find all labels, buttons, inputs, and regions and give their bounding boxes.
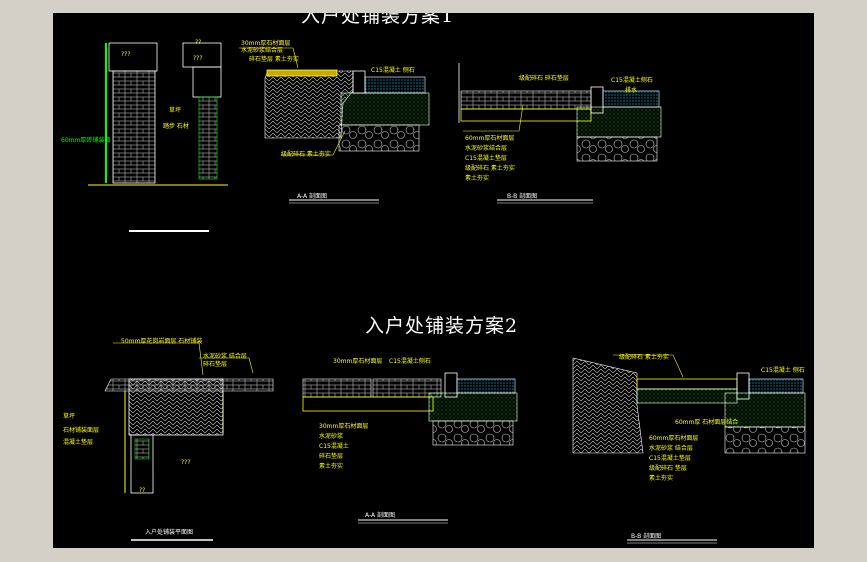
s2-sec1-l3: C15混凝土 (319, 443, 349, 450)
sec1b-yellow-layer (460, 108, 592, 122)
plan-top-cap-left (108, 42, 158, 72)
sec1b-paving (460, 90, 592, 110)
s2a-water (456, 378, 516, 394)
s2a-yellow-layer (302, 396, 434, 412)
s2-sec1-caption: A-A 剖面图 (365, 512, 396, 519)
s1-sec1-right: C15混凝土 侧石 (371, 67, 415, 74)
s2b-water (748, 378, 804, 394)
cad-viewport[interactable]: 入户处铺装方案1 入户处铺装方案2 ??? ?? ??? 60mm厚砖铺装面 草… (53, 13, 814, 548)
sec1b-green-fill (576, 106, 662, 138)
s2-plan-caption: 入户处铺装平面图 (145, 529, 194, 536)
s2b-leader (613, 354, 684, 378)
s2b-green-fill (724, 392, 806, 428)
s2b-stones (724, 426, 806, 454)
scheme2-section-b (572, 354, 806, 544)
plan-steps (198, 96, 218, 180)
s2plan-inner-col-fill (134, 438, 150, 460)
sec1a-water (364, 76, 426, 94)
s2b-layer (636, 388, 738, 404)
s2plan-hatch (128, 378, 224, 436)
scheme1-section-b (458, 63, 662, 204)
s2-sec1-l2: 水泥砂浆 (319, 433, 344, 440)
s2-sec2-l5: 素土夯实 (649, 475, 674, 482)
s1-plan-q1: ??? (121, 51, 131, 58)
sec1a-leader-top (239, 47, 299, 69)
sec1a-paving (266, 69, 338, 77)
s1-sec1-top2: 水泥砂浆结合层 (241, 47, 284, 54)
s1-sec1-top1: 30mm厚石材面层 (241, 40, 291, 47)
s2-sec2-caption: B-B 剖面图 (631, 533, 662, 540)
s1-sec2-caption: B-B 剖面图 (507, 193, 538, 200)
s2-sec2-right: C15混凝土 侧石 (761, 367, 805, 374)
s2-sec2-mid: 60mm厚 石材面层结合 (675, 419, 739, 426)
scheme2-section-a (302, 372, 518, 524)
s1-sec1-caption: A-A 剖面图 (297, 193, 328, 200)
s2-sec1-l5: 素土夯实 (319, 463, 344, 470)
plan-right-block (192, 66, 222, 98)
s2plan-inner-col (130, 434, 154, 494)
sec1a-stones (338, 124, 420, 152)
s1-plan-side: 60mm厚砖铺装面 (61, 137, 111, 144)
sec1a-curb (352, 70, 366, 94)
s2-sec2-l2: 水泥砂浆 结合层 (649, 445, 693, 452)
cad-drawing (88, 42, 806, 544)
s2a-green-fill (428, 392, 518, 422)
scheme1-title: 入户处铺装方案1 (301, 13, 455, 27)
s2-sec1-top2: C15混凝土侧石 (389, 358, 431, 365)
s2-sec1-top: 30mm厚石材面层 (333, 358, 383, 365)
s1-sec1-top3: 碎石垫层 素土夯实 (249, 56, 299, 63)
s2-plan-left2: 石材铺装面层 (63, 427, 100, 434)
s1-sec2-l1: 60mm厚石材面层 (465, 135, 515, 142)
s1-plan-q2: ?? (195, 39, 202, 46)
s2-sec2-l4: 级配碎石 垫层 (649, 465, 687, 472)
s1-plan-mid: 草坪 (169, 107, 182, 114)
s1-sec2-top: 级配碎石 碎石垫层 (519, 75, 569, 82)
plan-brick-column (112, 70, 156, 184)
s2-plan-q: ??? (181, 459, 191, 466)
s2-plan-q2: ?? (139, 487, 146, 494)
sec1b-stones (576, 136, 658, 162)
s2plan-leader-top2 (199, 357, 254, 374)
scheme1-section-a (239, 47, 430, 204)
s2-sec1-l4: 碎石垫层 (319, 453, 344, 460)
sec1a-green-fill (340, 92, 430, 126)
s1-plan-mid2: 踏步 石材 (163, 123, 189, 130)
sec1b-leader (463, 104, 524, 132)
s1-sec2-right: C15混凝土侧石 (611, 77, 653, 84)
s2-sec2-l1: 60mm厚石材面层 (649, 435, 699, 442)
plan-wall-left (105, 43, 107, 183)
s1-sec2-l5: 素土夯实 (465, 175, 490, 182)
s2-plan-top3: 碎石垫层 (203, 361, 228, 368)
scheme1-plan (88, 42, 228, 232)
s2-sec1-l1: 30mm厚石材面层 (319, 423, 369, 430)
scheme2-title: 入户处铺装方案2 (365, 315, 519, 337)
s2-plan-top2: 水泥砂浆 结合层 (203, 353, 247, 360)
s2-plan-top: 50mm厚花岗岩面层 石材铺装 (121, 338, 203, 345)
s1-sec2-l4: 级配碎石 素土夯实 (465, 165, 515, 172)
s1-sec2-l3: C15混凝土垫层 (465, 155, 507, 162)
s1-sec2-l2: 水泥砂浆结合层 (465, 145, 508, 152)
s2-sec2-l3: C15混凝土垫层 (649, 455, 691, 462)
s1-plan-q3: ??? (193, 55, 203, 62)
s2-plan-left3: 混凝土垫层 (63, 439, 94, 446)
s2-plan-left1: 草坪 (63, 413, 76, 420)
s2b-soil (572, 357, 644, 454)
sec1a-leader-bottom (281, 130, 346, 156)
s2a-stones (432, 420, 514, 446)
s1-sec1-bottom: 级配碎石 素土夯实 (281, 151, 331, 158)
s1-sec2-right2: 排水 (625, 87, 638, 94)
s2-sec2-top: 级配碎石 素土夯实 (619, 354, 669, 361)
scheme2-plan (104, 342, 274, 541)
s2b-paving (636, 378, 738, 390)
s2plan-leader-top (113, 342, 204, 376)
s2a-paving-left (302, 378, 372, 398)
